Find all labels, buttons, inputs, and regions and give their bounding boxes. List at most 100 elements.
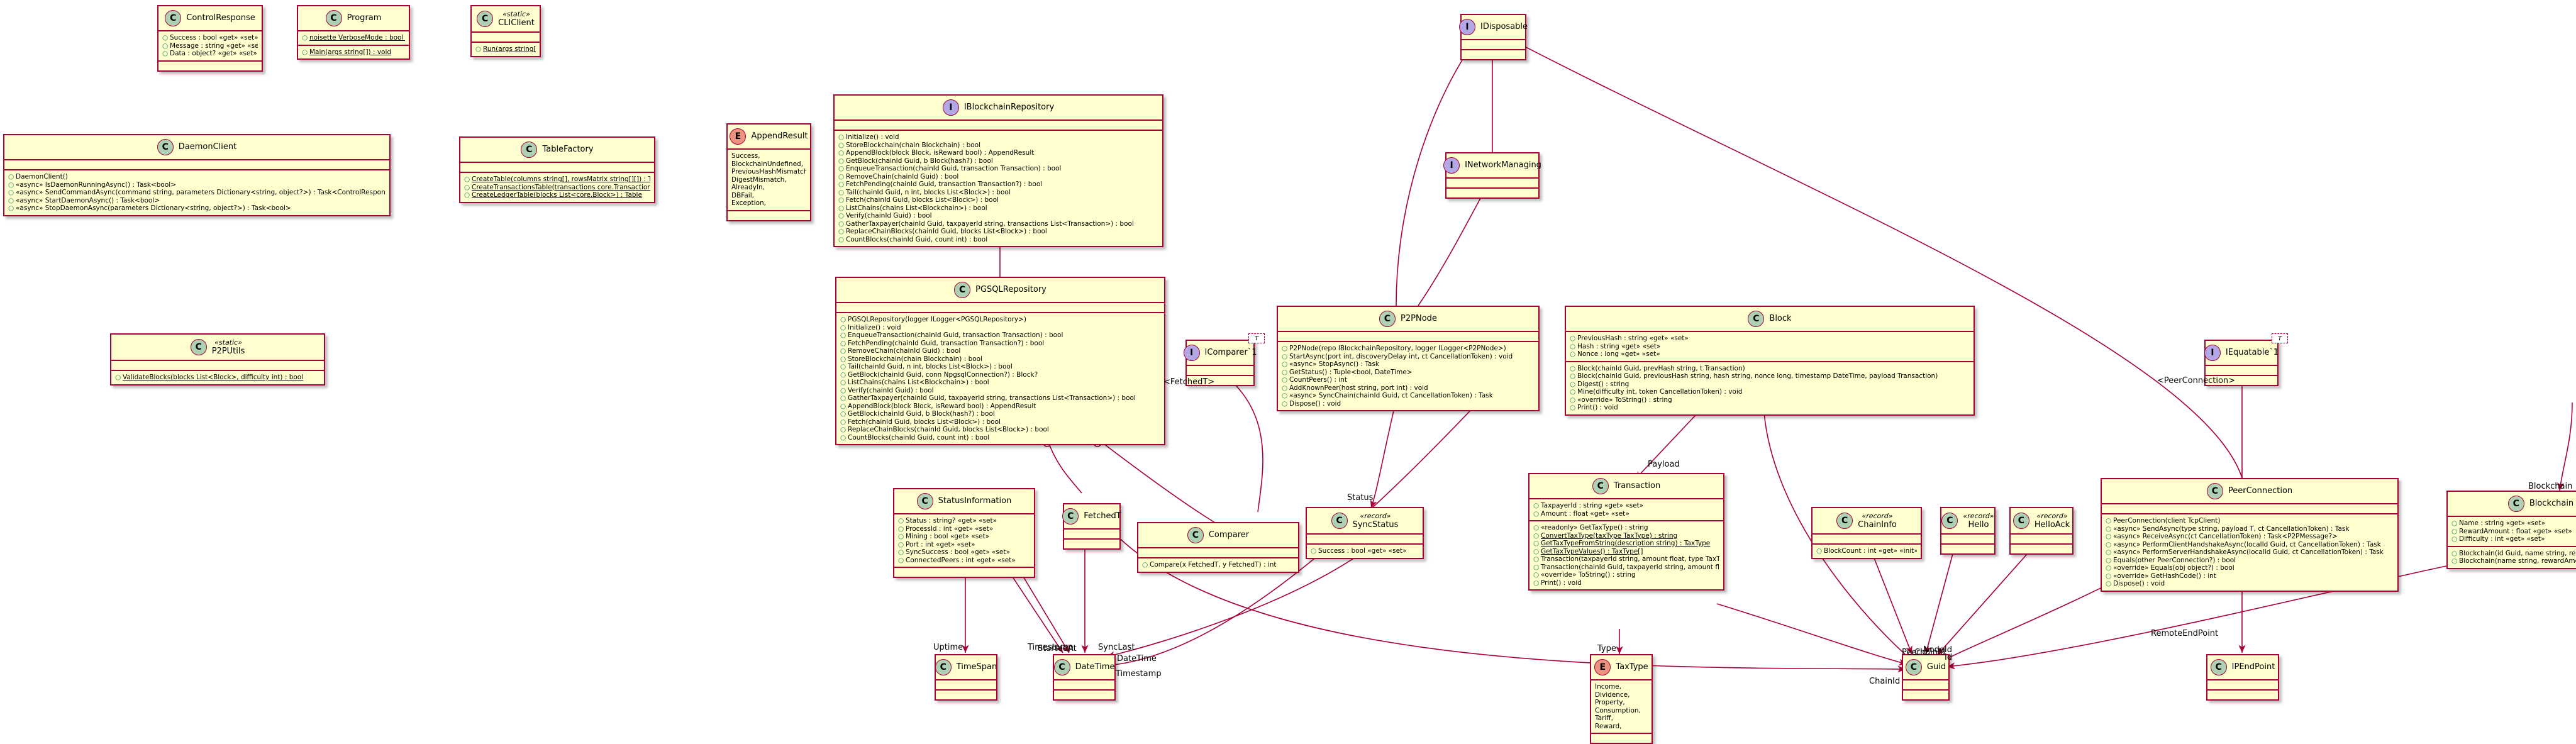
member-text: EnqueueTransaction(chainId Guid, transac…	[848, 331, 1063, 339]
node-title: P2PNode	[1401, 314, 1437, 323]
interface-badge-icon: I	[1443, 157, 1460, 174]
visibility-public-icon: ○	[1533, 547, 1540, 555]
interface-badge-icon: I	[1183, 345, 1200, 361]
node-methods	[936, 689, 996, 699]
node-title-text: IDisposable	[1480, 22, 1528, 31]
class-sync-status[interactable]: C«record»SyncStatus○Success : bool «get»…	[1306, 507, 1424, 559]
method-row: ○ListChains(chains List<Blockchain>) : b…	[838, 204, 1158, 213]
member-text: CountBlocks(chainId Guid, count int) : b…	[846, 235, 988, 243]
edge-transaction-guid	[1716, 603, 1907, 666]
visibility-public-icon: ○	[840, 386, 847, 394]
node-methods	[1903, 689, 1948, 699]
method-row: ○GetBlock(chainId Guid, conn NpgsqlConne…	[840, 371, 1160, 379]
class-p2p-utils[interactable]: C«static»P2PUtils○ValidateBlocks(blocks …	[110, 333, 325, 386]
node-title-text: DateTime	[1075, 662, 1115, 672]
visibility-public-icon: ○	[8, 196, 14, 204]
class-badge-icon: C	[1905, 659, 1922, 675]
interface-inetwork-managing[interactable]: I INetworkManaging	[1443, 152, 1541, 199]
node-methods: ○Initialize() : void○StoreBlockchain(cha…	[835, 130, 1162, 246]
node-methods	[728, 209, 810, 220]
field-row: ○Success : bool «get» «set»	[162, 34, 258, 42]
class-hello[interactable]: C«record»Hello	[1940, 507, 1996, 555]
node-methods: ○P2PNode(repo IBlockchainRepository, log…	[1278, 341, 1538, 410]
node-methods: ○«readonly» GetTaxType() : string○Conver…	[1530, 520, 1723, 589]
node-title-text: Program	[347, 13, 382, 23]
node-title-text: HelloAck	[2034, 520, 2070, 530]
member-text: BlockchainUndefined,	[731, 160, 804, 168]
member-text: Success : bool «get» «set»	[1318, 547, 1407, 555]
visibility-public-icon: ○	[838, 219, 845, 228]
method-row: ○CountBlocks(chainId Guid, count int) : …	[838, 236, 1158, 244]
node-methods: ○PeerConnection(client TcpClient)○«async…	[2102, 513, 2397, 591]
method-row: ○BlockCount : int «get» «init»	[1816, 547, 1917, 555]
method-row: ○Transaction(taxpayerId string, amount f…	[1533, 555, 1719, 564]
node-fields	[835, 119, 1162, 130]
class-badge-icon: C	[1941, 513, 1958, 529]
visibility-public-icon: ○	[840, 347, 847, 355]
method-row: ○Equals(other PeerConnection?) : bool	[2106, 557, 2394, 565]
field-row: ○Hash : string «get» «set»	[1570, 343, 1970, 351]
field-row: ○Data : object? «get» «set»	[162, 50, 258, 58]
edge-label-chainid: ChainId	[1869, 677, 1901, 686]
class-badge-icon: C	[1836, 513, 1853, 529]
member-text: StartAsync(port int, discoveryDelay int,…	[1289, 352, 1513, 360]
visibility-public-icon: ○	[1570, 350, 1576, 358]
visibility-public-icon: ○	[1570, 396, 1576, 404]
member-text: DigestMismatch,	[731, 175, 787, 184]
member-text: GetStatus() : Tuple<bool, DateTime>	[1289, 368, 1413, 376]
node-fields	[460, 162, 654, 172]
class-hello-ack[interactable]: C«record»HelloAck	[2009, 507, 2074, 555]
visibility-public-icon: ○	[1282, 360, 1288, 368]
field-row: AlreadyIn,	[731, 184, 806, 192]
method-row: ○«async» SyncChain(chainId Guid, ct Canc…	[1282, 392, 1535, 400]
visibility-public-icon: ○	[840, 394, 847, 402]
method-row: ○Block(chainId Guid, prevHash string, t …	[1570, 365, 1970, 373]
node-title-text: PGSQLRepository	[975, 285, 1046, 294]
node-title-text: Blockchain	[2529, 499, 2574, 508]
visibility-public-icon: ○	[840, 426, 847, 433]
node-title: Block	[1769, 314, 1791, 323]
method-row: ○FetchPending(chainId Guid, transaction …	[838, 180, 1158, 189]
class-cli-client[interactable]: C«static»CLIClient○Run(args string[]) : …	[470, 5, 541, 57]
visibility-public-icon: ○	[838, 188, 845, 196]
node-fields	[1941, 533, 1994, 543]
method-row: ○Fetch(chainId Guid, blocks List<Block>)…	[838, 196, 1158, 204]
class-chain-info[interactable]: C«record»ChainInfo○BlockCount : int «get…	[1811, 507, 1922, 559]
node-fields	[2011, 533, 2072, 543]
node-title-text: Comparer	[1208, 530, 1250, 540]
node-title: INetworkManaging	[1465, 161, 1541, 170]
visibility-public-icon: ○	[1570, 342, 1576, 350]
field-row: ○ProcessId : int «get» «set»	[898, 525, 1030, 533]
